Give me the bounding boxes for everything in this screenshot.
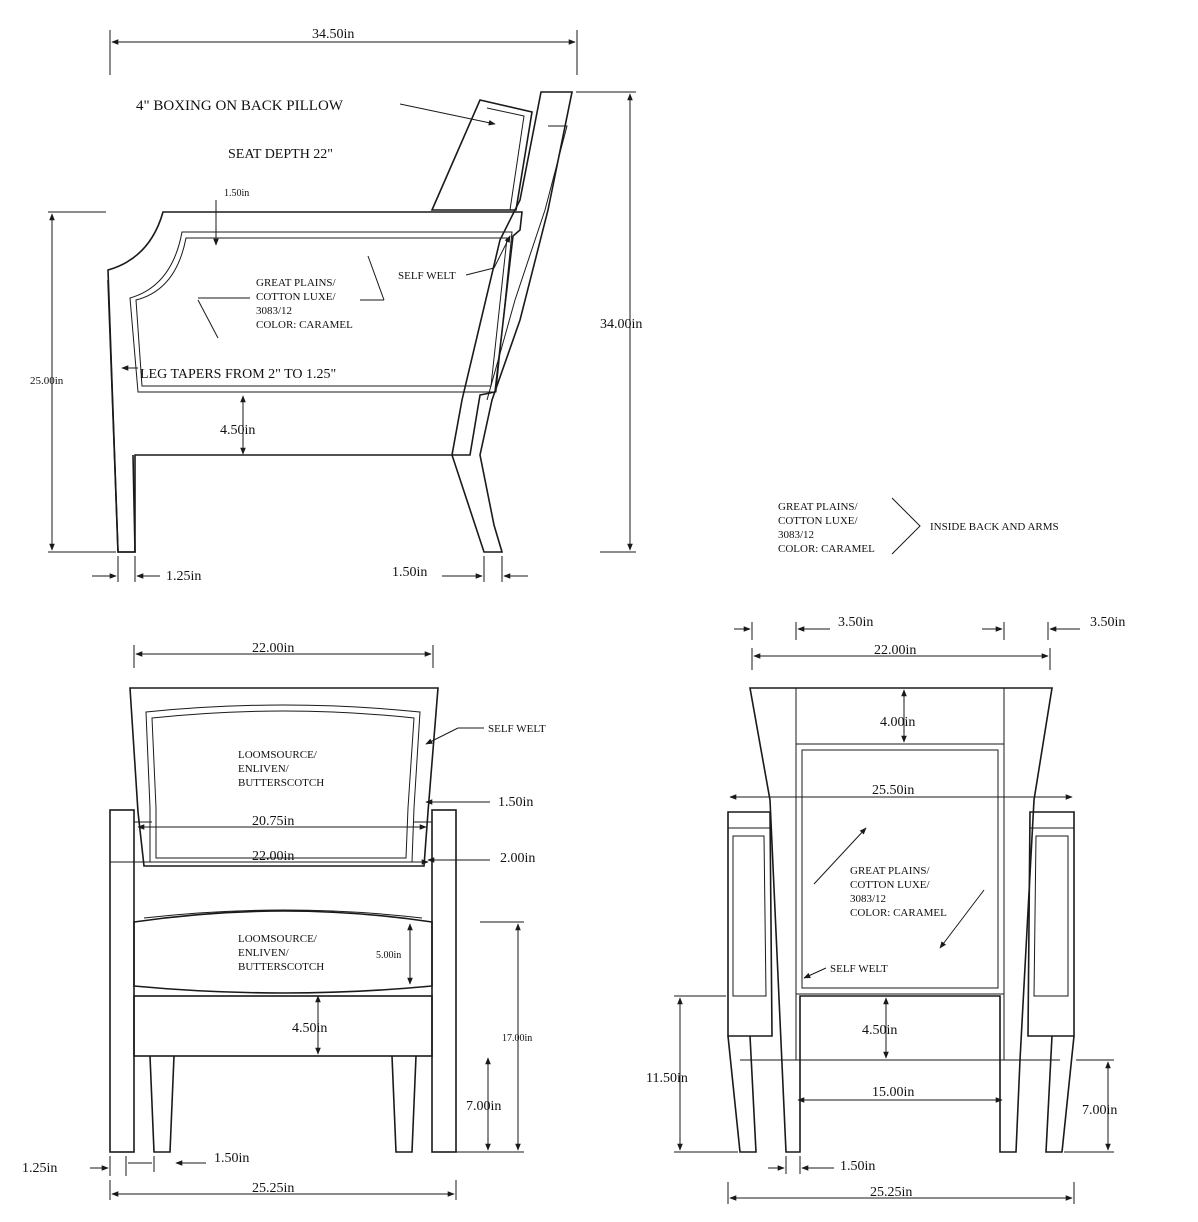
side-fabric-note: GREAT PLAINS/ COTTON LUXE/ 3083/12 COLOR… (256, 277, 353, 331)
svg-text:BUTTERSCOTCH: BUTTERSCOTCH (238, 961, 324, 973)
svg-text:3083/12: 3083/12 (778, 529, 814, 541)
back-self-welt: SELF WELT (830, 963, 888, 975)
svg-text:GREAT PLAINS/: GREAT PLAINS/ (850, 865, 931, 877)
back-post-right: 3.50in (1090, 615, 1125, 630)
front-seat-width: 22.00in (252, 849, 294, 864)
front-cushion-height: 5.00in (376, 950, 401, 961)
svg-text:3083/12: 3083/12 (850, 893, 886, 905)
front-seat-cushion (133, 910, 433, 994)
back-panel (795, 743, 1005, 995)
back-fabric-note: GREAT PLAINS/ COTTON LUXE/ 3083/12 COLOR… (850, 865, 947, 919)
back-top-width: 22.00in (874, 643, 916, 658)
back-leg-span: 15.00in (872, 1085, 914, 1100)
front-inner-width: 20.75in (252, 814, 294, 829)
side-rail-height: 4.50in (220, 423, 255, 438)
svg-text:GREAT PLAINS/: GREAT PLAINS/ (778, 501, 859, 513)
front-leg-right (391, 1055, 417, 1153)
back-leg-width: 1.50in (840, 1159, 875, 1174)
back-leg-right (1045, 1035, 1075, 1153)
side-note-boxing: 4" BOXING ON BACK PILLOW (136, 98, 344, 114)
side-back-pillow (430, 99, 533, 211)
front-back-fabric: LOOMSOURCE/ ENLIVEN/ BUTTERSCOTCH (238, 749, 324, 789)
legend-applies-to: INSIDE BACK AND ARMS (930, 521, 1059, 533)
back-leg-height: 7.00in (1082, 1103, 1117, 1118)
side-leg-taper-note: LEG TAPERS FROM 2" TO 1.25" (140, 367, 336, 382)
back-top-rail: 4.00in (880, 715, 915, 730)
side-front-leg-width: 1.25in (166, 569, 201, 584)
svg-text:3083/12: 3083/12 (256, 305, 292, 317)
front-back-width: 22.00in (252, 641, 294, 656)
side-view: 34.50in 1.50in 4" BOXING ON BACK PILLOW … (30, 27, 642, 584)
svg-text:COLOR: CARAMEL: COLOR: CARAMEL (778, 543, 875, 555)
back-bottom-rail: 4.50in (862, 1023, 897, 1038)
side-overall-width: 34.50in (312, 27, 354, 42)
back-arm-height: 11.50in (646, 1071, 688, 1086)
front-arm-left (109, 809, 135, 1153)
front-leg-left (149, 1055, 175, 1153)
svg-text:GREAT PLAINS/: GREAT PLAINS/ (256, 277, 337, 289)
legend-bracket (891, 497, 921, 555)
front-arm-gap: 2.00in (500, 851, 535, 866)
svg-text:COLOR: CARAMEL: COLOR: CARAMEL (256, 319, 353, 331)
front-rail-height: 4.50in (292, 1021, 327, 1036)
back-overall-width: 25.25in (870, 1185, 912, 1200)
back-frame (749, 687, 1053, 1153)
side-arm-top-dim: 1.50in (224, 188, 249, 199)
back-post-left: 3.50in (838, 615, 873, 630)
svg-text:COLOR: CARAMEL: COLOR: CARAMEL (850, 907, 947, 919)
svg-text:COTTON LUXE/: COTTON LUXE/ (850, 879, 930, 891)
svg-text:COTTON LUXE/: COTTON LUXE/ (256, 291, 336, 303)
fabric-legend: GREAT PLAINS/ COTTON LUXE/ 3083/12 COLOR… (778, 497, 1059, 555)
front-seat-rail (133, 995, 433, 1057)
side-back-leg-width: 1.50in (392, 565, 427, 580)
svg-text:LOOMSOURCE/: LOOMSOURCE/ (238, 749, 318, 761)
front-arm-offset: 1.50in (498, 795, 533, 810)
front-self-welt: SELF WELT (488, 723, 546, 735)
side-overall-height: 34.00in (600, 317, 642, 332)
side-self-welt: SELF WELT (398, 270, 456, 282)
back-view: 3.50in 3.50in 22.00in 4.00in 25. (646, 615, 1125, 1204)
back-arm-left (727, 811, 773, 1037)
svg-text:ENLIVEN/: ENLIVEN/ (238, 947, 290, 959)
side-front-leg (107, 279, 136, 553)
front-leg-inner: 1.50in (214, 1151, 249, 1166)
back-leg-left (727, 1035, 757, 1153)
back-arm-width: 25.50in (872, 783, 914, 798)
front-leg-height: 7.00in (466, 1099, 501, 1114)
front-back-frame (129, 687, 439, 867)
side-arm-height: 25.00in (30, 375, 64, 387)
svg-text:ENLIVEN/: ENLIVEN/ (238, 763, 290, 775)
front-leg-left: 1.25in (22, 1161, 57, 1176)
svg-text:COTTON LUXE/: COTTON LUXE/ (778, 515, 858, 527)
side-back-frame (451, 91, 573, 553)
front-seat-fabric: LOOMSOURCE/ ENLIVEN/ BUTTERSCOTCH (238, 933, 324, 973)
front-seat-height: 17.00in (502, 1033, 532, 1044)
svg-text:LOOMSOURCE/: LOOMSOURCE/ (238, 933, 318, 945)
front-arm-right (431, 809, 457, 1153)
front-overall-width: 25.25in (252, 1181, 294, 1196)
svg-text:BUTTERSCOTCH: BUTTERSCOTCH (238, 777, 324, 789)
front-view: 22.00in SELF WELT LOOMSOURCE/ ENLIVEN/ B… (22, 641, 546, 1200)
side-arm-body (107, 211, 523, 553)
side-note-seat-depth: SEAT DEPTH 22" (228, 147, 333, 162)
